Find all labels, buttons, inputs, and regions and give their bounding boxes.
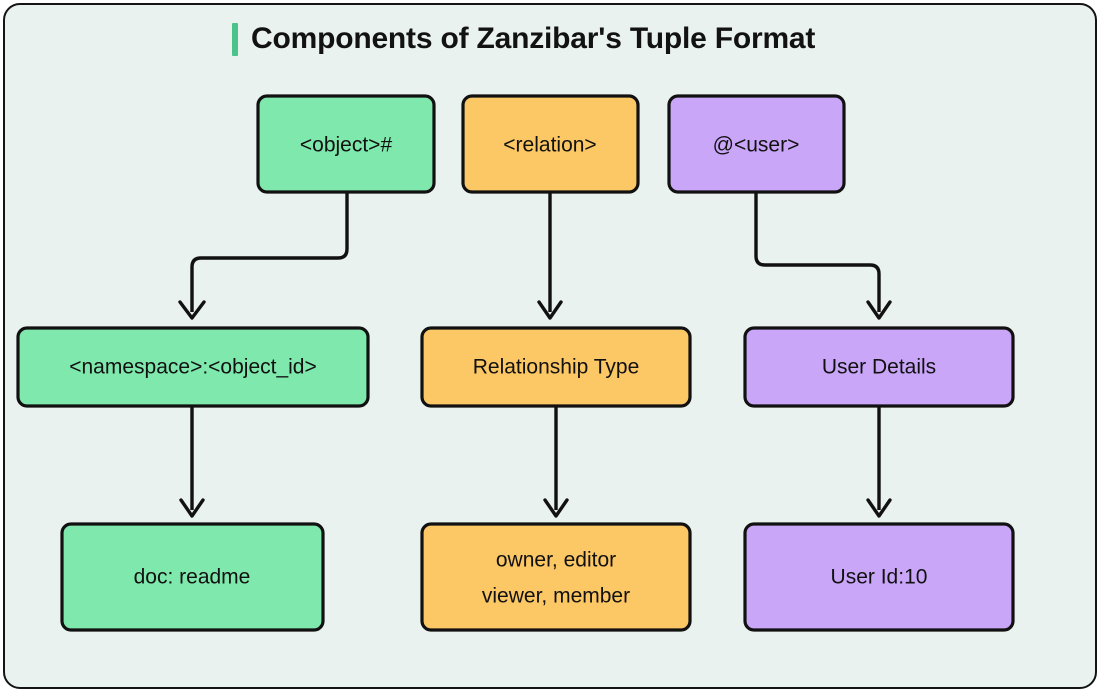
node-relation-values-rect[interactable]	[420, 522, 692, 632]
edge-user-details-to-user-id	[866, 406, 892, 518]
edge-object-to-namespace	[178, 192, 349, 320]
node-relation-values-label-line1: owner, editor	[496, 549, 616, 572]
node-user-token[interactable]: @<user>	[667, 94, 846, 194]
title-accent-bar	[232, 22, 238, 56]
node-relation-token-rect[interactable]	[461, 94, 640, 194]
node-user-id[interactable]: User Id:10	[743, 522, 1015, 632]
node-relationship-type-rect[interactable]	[420, 326, 692, 408]
node-doc-readme-label: doc: readme	[134, 566, 251, 589]
node-relationship-type-label: Relationship Type	[473, 356, 640, 379]
edge-namespace-to-doc	[179, 406, 205, 518]
node-relation-values[interactable]: owner, editor viewer, member	[420, 522, 692, 632]
node-relation-token[interactable]: <relation>	[461, 94, 640, 194]
node-user-details-label: User Details	[822, 356, 936, 379]
edge-relation-to-relationship-type	[537, 192, 563, 320]
node-doc-readme-rect[interactable]	[60, 522, 325, 632]
node-relation-token-label: <relation>	[503, 134, 596, 157]
node-doc-readme[interactable]: doc: readme	[60, 522, 325, 632]
page-title: Components of Zanzibar's Tuple Format	[232, 18, 815, 60]
node-namespace-object-id[interactable]: <namespace>:<object_id>	[16, 326, 370, 408]
node-relationship-type[interactable]: Relationship Type	[420, 326, 692, 408]
node-user-id-rect[interactable]	[743, 522, 1015, 632]
node-user-id-label: User Id:10	[831, 566, 928, 589]
node-object-token[interactable]: <object>#	[256, 94, 436, 194]
node-user-token-label: @<user>	[713, 134, 800, 157]
edge-relationship-type-to-values	[543, 406, 569, 518]
node-namespace-object-id-rect[interactable]	[16, 326, 370, 408]
node-user-token-rect[interactable]	[667, 94, 846, 194]
edge-user-to-user-details	[754, 192, 892, 320]
node-user-details[interactable]: User Details	[743, 326, 1015, 408]
node-object-token-label: <object>#	[300, 134, 393, 157]
node-relation-values-label-line2: viewer, member	[482, 585, 630, 608]
node-object-token-rect[interactable]	[256, 94, 436, 194]
page-title-text: Components of Zanzibar's Tuple Format	[251, 22, 816, 55]
node-user-details-rect[interactable]	[743, 326, 1015, 408]
node-namespace-object-id-label: <namespace>:<object_id>	[69, 356, 317, 379]
